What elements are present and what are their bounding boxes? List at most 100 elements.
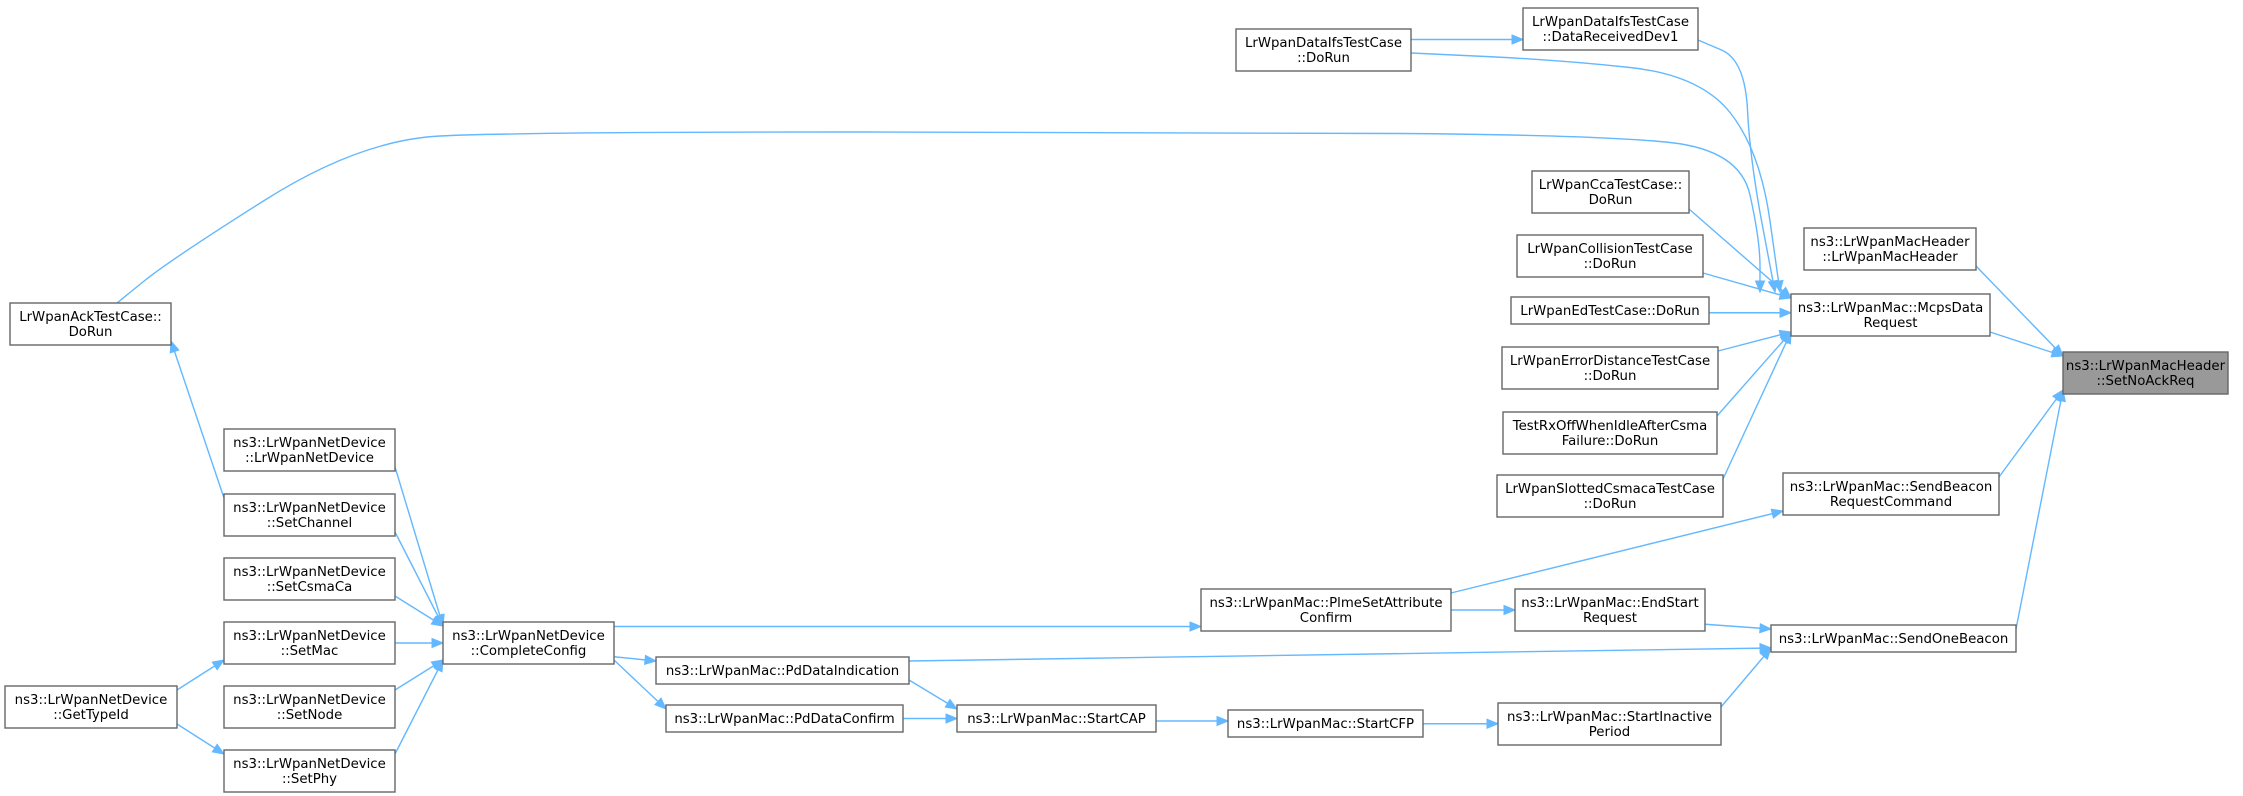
node-box [956, 704, 1157, 733]
edge-line [1722, 331, 1792, 480]
node-box [1514, 588, 1706, 632]
arrowhead [1216, 715, 1230, 727]
node-box [9, 302, 172, 346]
edge-StartCAP-to-PdDataConfirm [903, 713, 959, 724]
node-PdDataConfirm[interactable]: ns3::LrWpanMac::PdDataConfirm [665, 704, 904, 733]
node-PdDataIndication[interactable]: ns3::LrWpanMac::PdDataIndication [655, 656, 910, 685]
edge-line [1720, 647, 1772, 708]
node-SetNode[interactable]: ns3::LrWpanNetDevice::SetNode [223, 685, 396, 729]
node-label: Request [1583, 611, 1637, 626]
node-label: ns3::LrWpanNetDevice [233, 629, 386, 644]
node-CcaDoRun[interactable]: LrWpanCcaTestCase::DoRun [1531, 170, 1690, 214]
node-SlottedCsmacaDoRun[interactable]: LrWpanSlottedCsmacaTestCase::DoRun [1496, 474, 1724, 518]
node-label: LrWpanDataIfsTestCase [1245, 36, 1402, 51]
node-label: ::SetMac [281, 644, 339, 659]
node-label: LrWpanEdTestCase::DoRun [1520, 304, 1699, 319]
node-box [223, 428, 396, 472]
node-SendOneBeacon[interactable]: ns3::LrWpanMac::SendOneBeacon [1770, 624, 2017, 653]
arrowhead [1503, 604, 1517, 616]
node-GetTypeId[interactable]: ns3::LrWpanNetDevice::GetTypeId [4, 685, 178, 729]
edge-line [613, 659, 667, 710]
node-label: ::DoRun [1584, 369, 1637, 384]
edge-line [1989, 331, 2064, 357]
edge-McpsDataRequest-to-DataReceivedDev1 [1697, 39, 1779, 294]
node-label: LrWpanErrorDistanceTestCase [1510, 354, 1710, 369]
node-SetPhy[interactable]: ns3::LrWpanNetDevice::SetPhy [223, 749, 396, 793]
node-label: ::DoRun [1584, 257, 1637, 272]
node-box [1496, 474, 1724, 518]
arrowhead [1759, 622, 1773, 634]
node-LrWpanMacHeaderCtor[interactable]: ns3::LrWpanMacHeader::LrWpanMacHeader [1803, 227, 1977, 271]
node-box [2062, 351, 2229, 395]
node-label: ::LrWpanMacHeader [1822, 250, 1958, 265]
node-label: ::LrWpanNetDevice [245, 451, 374, 466]
node-CollisionDoRun[interactable]: LrWpanCollisionTestCase::DoRun [1516, 234, 1704, 278]
edge-McpsDataRequest-to-AckDoRun [116, 131, 1766, 304]
edge-SetNoAckReq-to-SendBeaconRequestCommand [1998, 388, 2064, 478]
edge-line [1450, 510, 1784, 594]
edge-line [394, 466, 444, 627]
node-NetDeviceCtor[interactable]: ns3::LrWpanNetDevice::LrWpanNetDevice [223, 428, 396, 472]
node-label: ns3::LrWpanNetDevice [233, 693, 386, 708]
node-label: Failure::DoRun [1562, 434, 1659, 449]
node-SetNoAckReq[interactable]: ns3::LrWpanMacHeader::SetNoAckReq [2062, 351, 2229, 395]
edge-CompleteConfig-to-SetPhy [394, 658, 444, 755]
nodes-layer: ns3::LrWpanMacHeader::SetNoAckReqns3::Lr… [4, 7, 2229, 793]
node-label: ns3::LrWpanMac::StartCAP [967, 712, 1146, 727]
node-box [223, 685, 396, 729]
node-label: DoRun [69, 325, 113, 340]
node-ErrorDistanceDoRun[interactable]: LrWpanErrorDistanceTestCase::DoRun [1501, 346, 1719, 390]
arrowhead [1189, 621, 1203, 632]
node-SetCsmaCa[interactable]: ns3::LrWpanNetDevice::SetCsmaCa [223, 557, 396, 601]
node-label: ns3::LrWpanMac::StartCFP [1237, 717, 1414, 732]
arrowhead [1759, 646, 1772, 661]
edge-SetPhy-to-GetTypeId [176, 723, 226, 755]
node-label: Confirm [1300, 611, 1352, 626]
node-label: ::SetCsmaCa [267, 580, 353, 595]
node-box [1235, 28, 1412, 72]
node-StartCAP[interactable]: ns3::LrWpanMac::StartCAP [956, 704, 1157, 733]
node-DataIfsDoRun[interactable]: LrWpanDataIfsTestCase::DoRun [1235, 28, 1412, 72]
edge-McpsDataRequest-to-ErrorDistanceDoRun [1717, 329, 1793, 352]
arrowhead [433, 658, 444, 673]
node-box [1770, 624, 2017, 653]
node-SetMac[interactable]: ns3::LrWpanNetDevice::SetMac [223, 621, 396, 665]
node-AckDoRun[interactable]: LrWpanAckTestCase::DoRun [9, 302, 172, 346]
node-box [1782, 472, 2000, 516]
node-box [1502, 411, 1718, 455]
edge-StartInactivePeriod-to-StartCFP [1423, 718, 1500, 729]
node-CompleteConfig[interactable]: ns3::LrWpanNetDevice::CompleteConfig [442, 621, 615, 665]
node-SetChannel[interactable]: ns3::LrWpanNetDevice::SetChannel [223, 493, 396, 537]
arrowhead [654, 697, 667, 710]
node-DataReceivedDev1[interactable]: LrWpanDataIfsTestCase::DataReceivedDev1 [1522, 7, 1699, 51]
node-label: ns3::LrWpanMac::PlmeSetAttribute [1209, 596, 1442, 611]
node-label: LrWpanCollisionTestCase [1527, 242, 1692, 257]
node-StartCFP[interactable]: ns3::LrWpanMac::StartCFP [1227, 709, 1424, 738]
arrowhead [945, 713, 959, 724]
node-label: ns3::LrWpanMac::StartInactive [1507, 710, 1712, 725]
edge-line [1697, 39, 1776, 293]
node-label: ::DoRun [1297, 51, 1350, 66]
edge-line [170, 340, 225, 499]
node-EdDoRun[interactable]: LrWpanEdTestCase::DoRun [1510, 296, 1710, 325]
edge-SendOneBeacon-to-PdDataIndication [908, 642, 1773, 662]
arrowhead [1781, 330, 1792, 345]
node-label: ns3::LrWpanNetDevice [452, 629, 605, 644]
node-box [1227, 709, 1424, 738]
node-label: Period [1589, 725, 1630, 740]
edge-AckDoRun-to-SetChannel [169, 339, 225, 499]
node-label: ::SetChannel [267, 516, 352, 531]
edge-McpsDataRequest-to-CcaDoRun [1688, 208, 1792, 299]
arrowhead [944, 698, 959, 710]
edge-line [1975, 265, 2064, 357]
edge-CompleteConfig-to-SetCsmaCa [394, 595, 445, 627]
arrowhead [211, 743, 226, 755]
node-label: LrWpanCcaTestCase:: [1539, 178, 1682, 193]
edge-SetMac-to-GetTypeId [176, 659, 226, 691]
